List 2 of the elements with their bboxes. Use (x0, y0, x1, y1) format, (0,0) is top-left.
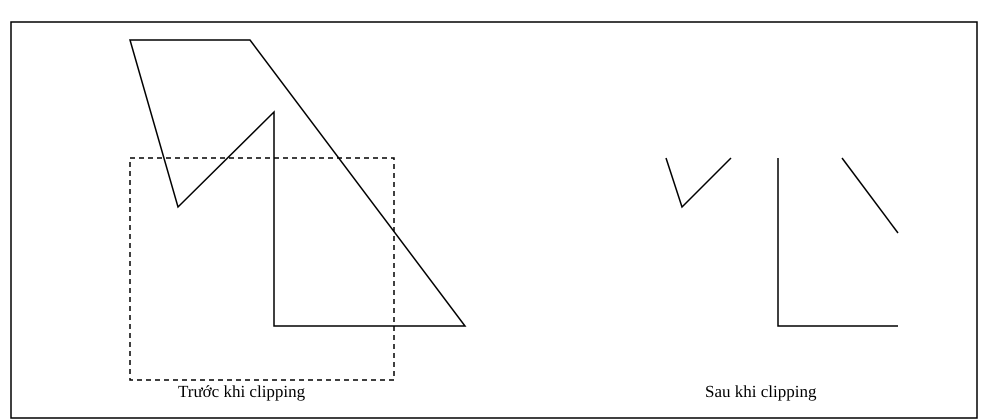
caption-text: Trước khi clipping (178, 382, 306, 402)
caption-text: Sau khi clipping (705, 382, 816, 402)
